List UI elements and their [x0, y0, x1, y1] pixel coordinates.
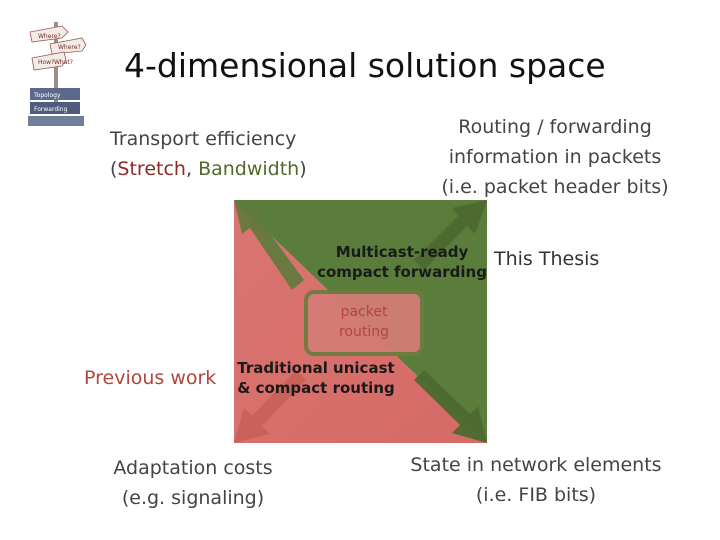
paren-open: ( — [110, 158, 118, 180]
transport-line-2: (Stretch, Bandwidth) — [110, 154, 307, 184]
network-state-label: State in network elements (i.e. FIB bits… — [396, 450, 676, 510]
arrow-bottom-left — [234, 370, 306, 443]
packet-routing-box — [304, 290, 424, 356]
transport-line-1: Transport efficiency — [110, 128, 297, 150]
multicast-label: Multicast-ready compact forwarding — [312, 242, 492, 282]
signpost-logo: Where? Where? How? What? Topology Forwar… — [28, 22, 87, 126]
routing-line-1: Routing / forwarding — [458, 116, 652, 138]
state-line-1: State in network elements — [410, 454, 662, 476]
bandwidth-text: Bandwidth — [198, 158, 300, 180]
logo-book-1: Topology — [33, 92, 61, 99]
comma: , — [185, 158, 199, 180]
unicast-line-2: & compact routing — [237, 379, 395, 397]
logo-book-2: Forwarding — [34, 106, 68, 113]
routing-info-label: Routing / forwarding information in pack… — [430, 112, 680, 202]
solution-space-diagram — [234, 200, 487, 443]
this-thesis-label: This Thesis — [494, 248, 600, 270]
packet-routing-label: packet routing — [306, 302, 422, 342]
logo-sign-1: Where? — [38, 33, 61, 40]
stretch-text: Stretch — [117, 158, 186, 180]
slide-title: 4-dimensional solution space — [124, 46, 606, 85]
unicast-label: Traditional unicast & compact routing — [226, 358, 406, 398]
previous-work-label: Previous work — [84, 367, 217, 389]
arrow-bottom-right — [414, 370, 487, 443]
transport-efficiency-label: Transport efficiency (Stretch, Bandwidth… — [110, 124, 307, 184]
adaptation-line-1: Adaptation costs — [113, 457, 273, 479]
routing-line-3: (i.e. packet header bits) — [441, 176, 669, 198]
arrow-top-left — [234, 200, 304, 290]
logo-sign-2: Where? — [58, 44, 81, 51]
multicast-line-1: Multicast-ready — [335, 243, 469, 261]
adaptation-line-2: (e.g. signaling) — [121, 487, 265, 509]
logo-sign-4: What? — [54, 59, 73, 66]
multicast-line-2: compact forwarding — [317, 263, 487, 281]
arrow-top-right — [414, 200, 487, 270]
state-line-2: (i.e. FIB bits) — [475, 484, 597, 506]
unicast-line-1: Traditional unicast — [237, 359, 395, 377]
logo-sign-3: How? — [38, 59, 54, 66]
paren-close: ) — [299, 158, 307, 180]
packet-line-2: routing — [338, 324, 390, 340]
adaptation-costs-label: Adaptation costs (e.g. signaling) — [98, 453, 288, 513]
routing-line-2: information in packets — [448, 146, 662, 168]
packet-line-1: packet — [340, 304, 388, 320]
